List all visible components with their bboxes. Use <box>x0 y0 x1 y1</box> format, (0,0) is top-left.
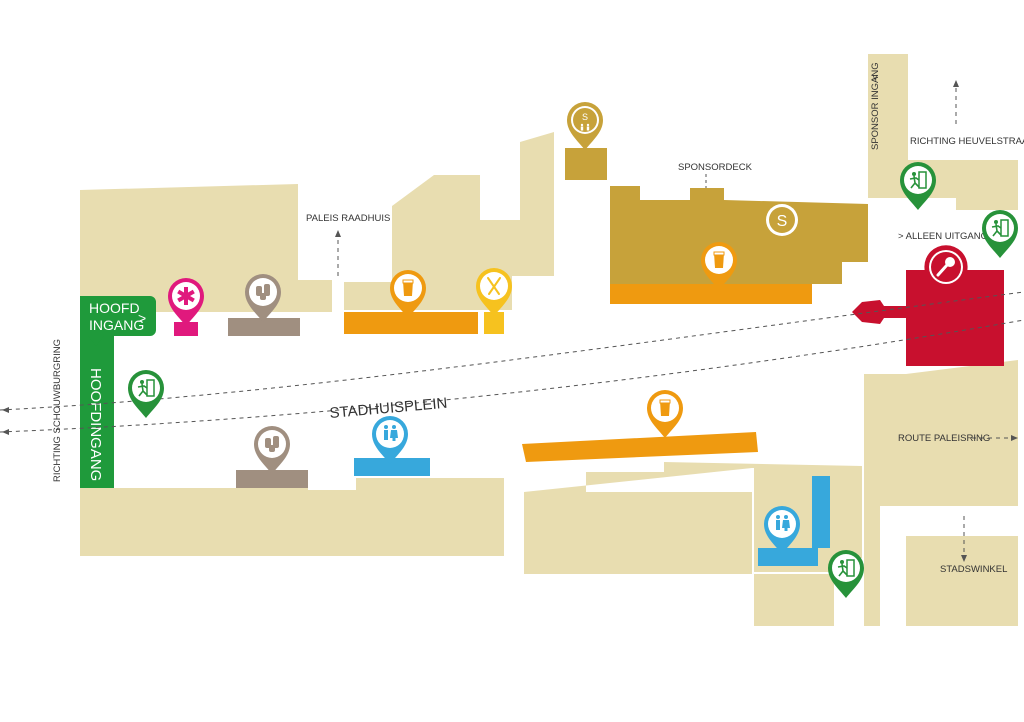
toilets-east <box>758 476 830 566</box>
sponsordeck-area <box>610 186 868 284</box>
beer-glass-icon <box>402 279 414 296</box>
routes <box>0 86 1024 556</box>
beer-marker-paleis[interactable] <box>390 270 426 318</box>
medical-star-icon <box>177 287 195 305</box>
lockers-marker-north[interactable] <box>245 274 281 322</box>
label-richting-heuvelstraat: RICHTING HEUVELSTRAAT <box>910 136 1024 147</box>
building-heuvelstraat <box>868 54 1018 210</box>
label-stadswinkel: STADSWINKEL <box>940 564 1007 575</box>
building-south-middle-lower <box>524 492 752 574</box>
building-stadswinkel <box>906 536 1018 626</box>
label-paleis-raadhuis: PALEIS RAADHUIS <box>306 213 390 224</box>
beer-glass-icon <box>713 251 725 268</box>
stage-marker[interactable] <box>924 245 968 303</box>
emergency-exit-icon <box>137 379 155 397</box>
sponsor-letter: S <box>777 213 788 230</box>
label-sponsor-ingang-arrow: < <box>870 74 881 80</box>
beer-glass-icon <box>659 399 671 416</box>
hoofd-ingang-line1: HOOFD <box>89 300 140 316</box>
exit-marker-east[interactable] <box>828 550 864 598</box>
bar-stadhuisplein <box>522 432 758 462</box>
first-aid-post <box>174 322 198 336</box>
first-aid-marker[interactable] <box>168 278 204 326</box>
building-south-small <box>754 574 834 626</box>
lockers-south <box>236 470 308 488</box>
exit-marker-west[interactable] <box>128 370 164 418</box>
exit-marker-alleen-uitgang[interactable] <box>982 210 1018 258</box>
toilets-south <box>354 458 430 476</box>
building-south-west <box>80 478 504 556</box>
emergency-exit-icon <box>991 219 1009 237</box>
main-stage <box>852 270 1004 366</box>
bar-paleis <box>344 312 478 334</box>
label-sponsor-ingang: SPONSOR INGANG <box>870 62 881 150</box>
label-sponsordeck: SPONSORDECK <box>678 162 753 173</box>
building-paleis-raadhuis <box>344 132 554 310</box>
hoofdingang-vertical-label: HOOFDINGANG <box>87 368 104 481</box>
label-richting-schouwburgring: RICHTING SCHOUWBURGRING <box>52 339 63 482</box>
toilet-marker-east[interactable] <box>764 506 800 554</box>
emergency-exit-icon <box>837 559 855 577</box>
label-route-paleisring: ROUTE PALEISRING <box>898 433 990 444</box>
toilet-marker-south[interactable] <box>372 416 408 464</box>
exit-marker-heuvelstraat[interactable] <box>900 162 936 210</box>
lockers-north <box>228 318 300 336</box>
food-stand <box>484 312 504 334</box>
building-west-block <box>80 184 332 312</box>
fork-knife-icon <box>487 277 501 295</box>
coins-icon <box>265 436 279 452</box>
building-east <box>864 360 1018 626</box>
hoofd-ingang-line2: INGANG <box>89 317 144 333</box>
route-line-south <box>0 319 1024 433</box>
hoofdingang-bar <box>80 336 114 488</box>
coins-icon <box>256 284 270 300</box>
route-line-north <box>0 291 1024 411</box>
sponsor-letter-small: S <box>582 112 588 122</box>
map-labels: PALEIS RAADHUIS SPONSORDECK RICHTING HEU… <box>52 62 1024 575</box>
sponsor-marker-large[interactable]: S <box>764 202 800 250</box>
sponsor-marker-small[interactable]: S <box>567 102 603 150</box>
route-arrowheads <box>2 80 1018 562</box>
emergency-exit-icon <box>909 171 927 189</box>
microphone-icon <box>936 257 955 277</box>
beer-marker-stadhuisplein[interactable] <box>647 390 683 438</box>
bar-sponsordeck <box>610 284 812 304</box>
beer-marker-sponsordeck[interactable] <box>701 242 737 290</box>
lockers-marker-south[interactable] <box>254 426 290 474</box>
hoofd-ingang-sign[interactable]: HOOFD INGANG > <box>80 296 156 346</box>
label-alleen-uitgang: > ALLEEN UITGANG <box>898 231 988 242</box>
food-marker[interactable] <box>476 268 512 316</box>
sponsor-hut <box>565 148 607 180</box>
hoofd-ingang-arrow: > <box>138 310 146 326</box>
toilet-icon <box>776 515 790 531</box>
toilet-icon <box>384 425 398 441</box>
toilet-icon <box>580 123 590 131</box>
